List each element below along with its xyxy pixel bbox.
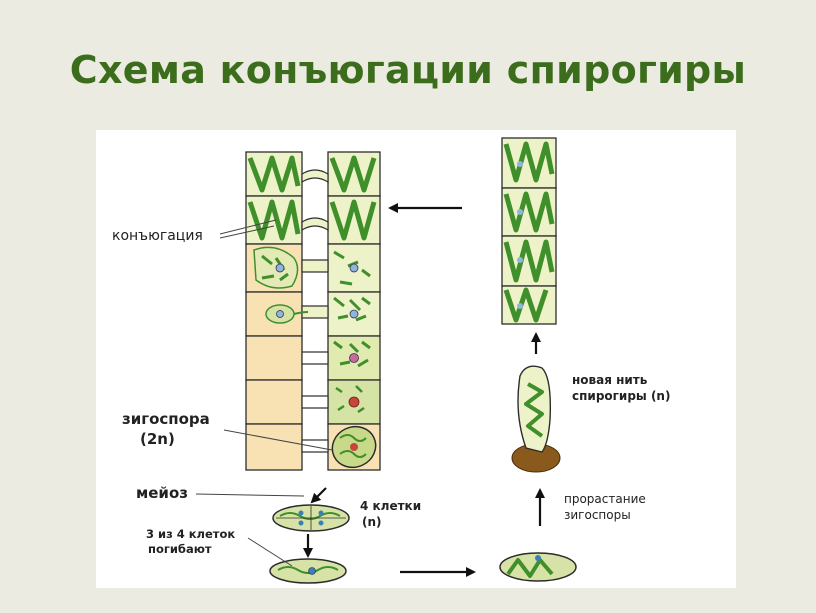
- germinating-zygospore: [499, 552, 577, 582]
- label-three-of-four: 3 из 4 клеток: [146, 527, 235, 541]
- label-zygospore: зигоспора: [122, 410, 210, 428]
- conjugation-tubes: [301, 169, 329, 453]
- label-four-cells: 4 клетки: [360, 499, 421, 513]
- label-meiosis: мейоз: [136, 484, 188, 502]
- label-new-filament-ploidy: спирогиры (n): [572, 389, 670, 403]
- arrow-meiosis: [310, 487, 327, 504]
- migrating-protoplasts: [253, 246, 309, 324]
- meiosis-cell-one-nucleus: [269, 558, 347, 584]
- spirogyra-conjugation-diagram: конъюгация зигоспора (2n) мейоз 4 клетки…: [96, 130, 736, 588]
- label-new-filament: новая нить: [572, 373, 648, 387]
- label-die: погибают: [148, 542, 212, 556]
- label-four-cells-ploidy: (n): [362, 515, 382, 529]
- label-conjugation: конъюгация: [112, 228, 203, 244]
- label-germination: прорастание: [564, 492, 646, 506]
- chloroplast-spirals-right: [329, 155, 377, 241]
- label-zygospore-ploidy: (2n): [140, 430, 175, 448]
- young-filament: [511, 365, 561, 473]
- zygospore: [331, 425, 377, 469]
- label-pointers: [195, 219, 333, 567]
- new-filament: [501, 137, 557, 325]
- meiosis-cell-four-nuclei: [272, 504, 350, 532]
- fusing-protoplasts: [333, 250, 371, 414]
- label-germination-zygospore: зигоспоры: [564, 508, 631, 522]
- chloroplast-spirals-left: [247, 155, 301, 241]
- process-arrows: [303, 203, 545, 577]
- slide-title: Схема конъюгации спирогиры: [69, 48, 747, 92]
